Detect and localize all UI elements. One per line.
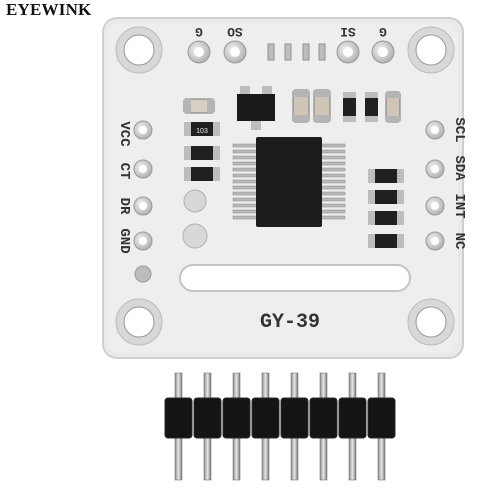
right-resistors: [368, 169, 404, 248]
pin-header: [164, 372, 396, 481]
pin-label-right-3: INT: [451, 193, 467, 218]
pin-label-right-4: NC: [451, 233, 467, 250]
pin-label-top-4: G: [379, 24, 387, 39]
pin-label-top-1: G: [195, 24, 203, 39]
top-pin-pads: [187, 40, 395, 64]
pin-label-right-2: SDA: [451, 155, 467, 181]
sensor-pads: [182, 189, 208, 249]
resistor-code: 103: [196, 128, 208, 135]
pin-label-left-3: DR: [116, 198, 132, 215]
pin-label-left-4: GND: [116, 228, 132, 253]
pin-label-left-2: CT: [116, 163, 132, 180]
left-pin-pads: [133, 120, 153, 283]
main-ic-chip: [232, 137, 346, 227]
top-smd-pads: [267, 43, 326, 61]
pin-label-right-1: SCL: [451, 117, 467, 142]
pin-label-top-2: SO: [227, 24, 243, 39]
left-resistors: 103: [184, 122, 220, 181]
board-slot: [179, 264, 411, 292]
model-label: GY-39: [260, 311, 320, 334]
pin-label-top-3: SI: [340, 24, 356, 39]
top-capacitors: [292, 89, 401, 123]
brand-watermark: EYEWINK: [6, 0, 92, 19]
pin-label-left-1: VCC: [116, 121, 132, 147]
right-pin-pads: [425, 120, 445, 251]
mounting-holes: [115, 26, 455, 346]
regulator-chip: [237, 86, 275, 130]
